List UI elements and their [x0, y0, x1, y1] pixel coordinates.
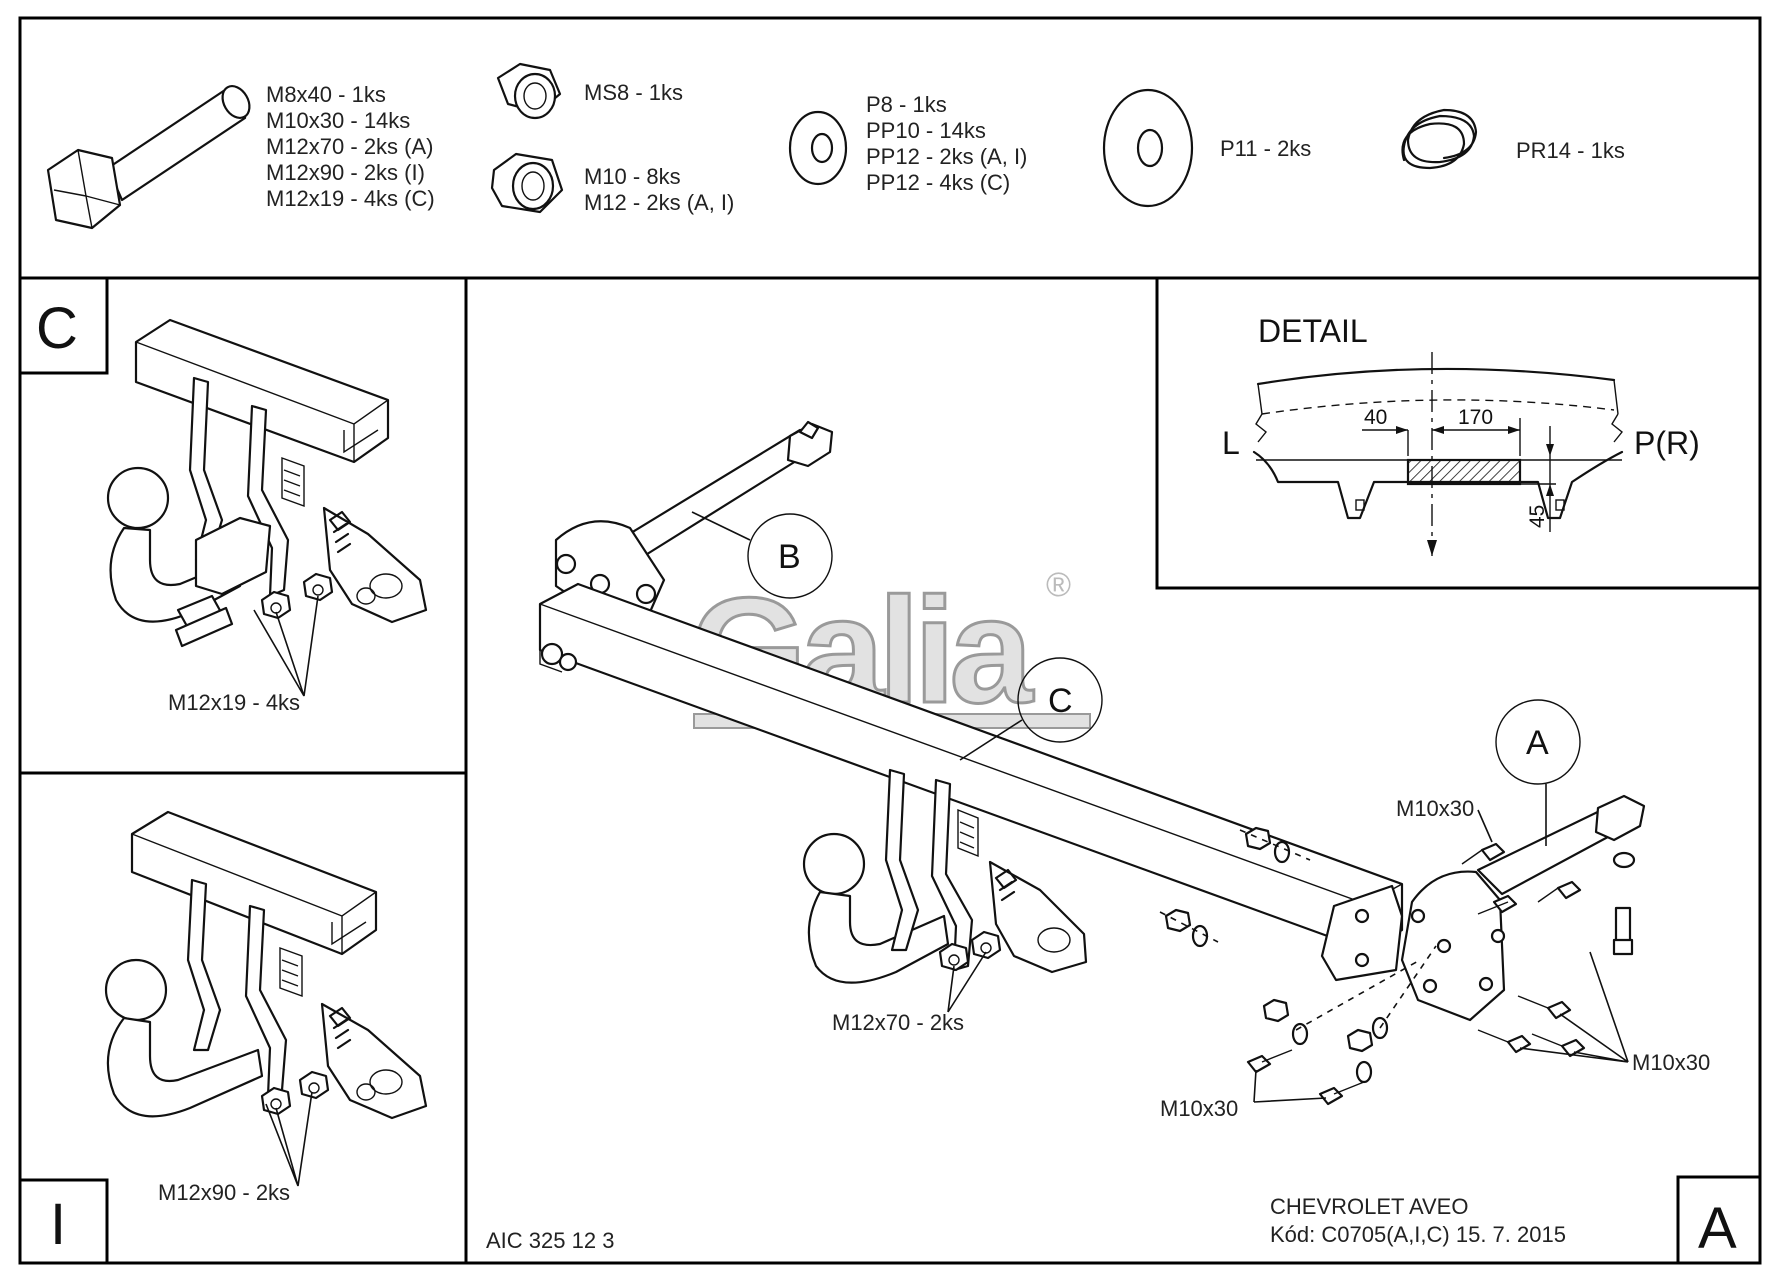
tow-ball [802, 832, 866, 896]
nut-line-1: M10 - 8ks [584, 164, 681, 189]
top-bolt-label: M10x30 [1396, 796, 1474, 821]
parts-list-header: M8x40 - 1ks M10x30 - 14ks M12x70 - 2ks (… [46, 62, 1625, 230]
spring-label: PR14 - 1ks [1516, 138, 1625, 163]
right-bolts-label: M10x30 [1632, 1050, 1710, 1075]
kod-line: Kód: C0705(A,I,C) 15. 7. 2015 [1270, 1222, 1566, 1247]
panel-i-letter: I [50, 1192, 66, 1257]
washer-line-3: PP12 - 2ks (A, I) [866, 144, 1027, 169]
bolt-line-5: M12x19 - 4ks (C) [266, 186, 435, 211]
detail-title: DETAIL [1258, 313, 1368, 349]
towbar-fixed-i-drawing [104, 810, 428, 1120]
panel-i: I M12x90 - 2ks [50, 810, 428, 1257]
large-washer-icon [1102, 88, 1194, 208]
ball-bolt-label: M12x70 - 2ks [832, 1010, 964, 1035]
callout-c: C [959, 657, 1103, 761]
detail-dim-left: 40 [1364, 406, 1387, 429]
panel-i-leader [265, 1091, 313, 1187]
bolt-line-3: M12x70 - 2ks (A) [266, 134, 434, 159]
washer-line-2: PP10 - 14ks [866, 118, 986, 143]
side-plate-a [1400, 870, 1506, 1022]
washer-icon [788, 110, 848, 186]
towbar-detachable-c-drawing [106, 318, 428, 648]
callout-b: B [691, 511, 833, 599]
drawing-code: AIC 325 12 3 [486, 1228, 614, 1253]
loose-hardware [1159, 826, 1636, 1106]
panel-c: C M12x [36, 296, 428, 715]
callout-c-letter: C [1048, 682, 1073, 720]
lock-nut-icon [496, 62, 562, 120]
panel-c-leader [253, 595, 319, 697]
washer-line-4: PP12 - 4ks (C) [866, 170, 1010, 195]
bolt-line-1: M8x40 - 1ks [266, 82, 386, 107]
detail-right-label: P(R) [1634, 425, 1700, 461]
panel-c-bolt-label: M12x19 - 4ks [168, 690, 300, 715]
callout-a: A [1495, 699, 1581, 846]
drawing-frame [18, 16, 1762, 1265]
bolt-line-2: M10x30 - 14ks [266, 108, 410, 133]
main-assembly-drawing [538, 420, 1646, 1106]
detail-left-label: L [1222, 425, 1240, 461]
panel-a-letter: A [1698, 1196, 1737, 1261]
spring-icon [1401, 108, 1478, 170]
vehicle-name: CHEVROLET AVEO [1270, 1194, 1468, 1219]
lock-nut-label: MS8 - 1ks [584, 80, 683, 105]
detail-dim-right: 170 [1458, 406, 1493, 429]
bolt-line-4: M12x90 - 2ks (I) [266, 160, 425, 185]
bottom-bolts-label: M10x30 [1160, 1096, 1238, 1121]
watermark-mark: ® [1046, 566, 1071, 604]
nut-line-2: M12 - 2ks (A, I) [584, 190, 734, 215]
callout-b-letter: B [778, 538, 801, 576]
washer-line-1: P8 - 1ks [866, 92, 947, 117]
large-washer-label: P11 - 2ks [1220, 136, 1311, 161]
hex-nut-icon [490, 152, 564, 214]
callout-a-letter: A [1526, 724, 1549, 762]
panel-i-bolt-label: M12x90 - 2ks [158, 1180, 290, 1205]
panel-c-letter: C [36, 296, 78, 361]
detail-dim-height: 45 [1526, 505, 1549, 528]
hex-bolt-icon [46, 85, 251, 230]
detail-panel: DETAIL 40 170 45 L P(R) [1222, 313, 1700, 556]
